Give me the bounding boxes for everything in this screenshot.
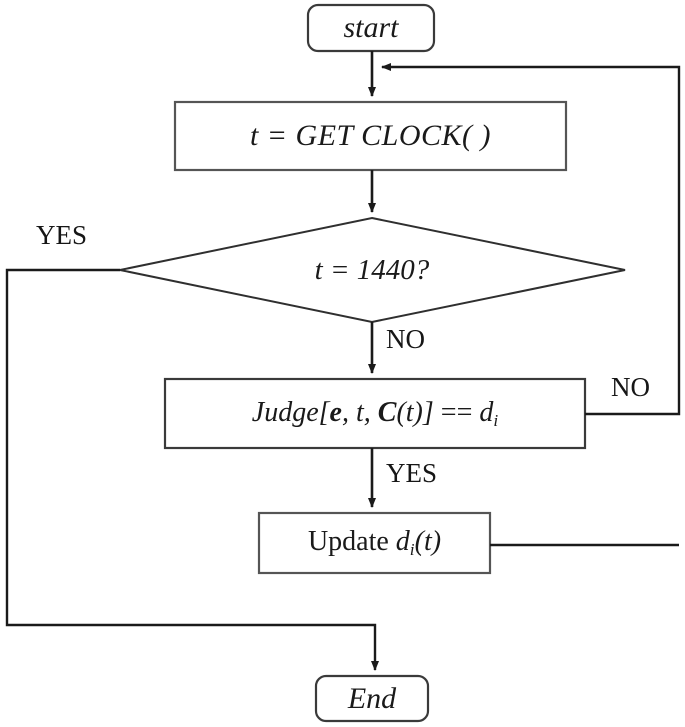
edge-label-judge-no: NO (611, 372, 650, 402)
node-shape-end (314, 674, 430, 723)
node-shape-start (306, 3, 436, 53)
edge-label-judge-yes: YES (386, 458, 438, 488)
node-shape-judge (163, 377, 587, 450)
edge-judge-no-loopback (381, 63, 681, 416)
edge-decision-yes-to-end (5, 268, 379, 671)
node-shape-decision-time (119, 216, 626, 324)
node-shape-get-clock (173, 100, 568, 172)
edge-label-decision-no: NO (386, 324, 425, 354)
node-shape-update (257, 511, 492, 575)
edge-label-decision-yes: YES (36, 220, 88, 250)
